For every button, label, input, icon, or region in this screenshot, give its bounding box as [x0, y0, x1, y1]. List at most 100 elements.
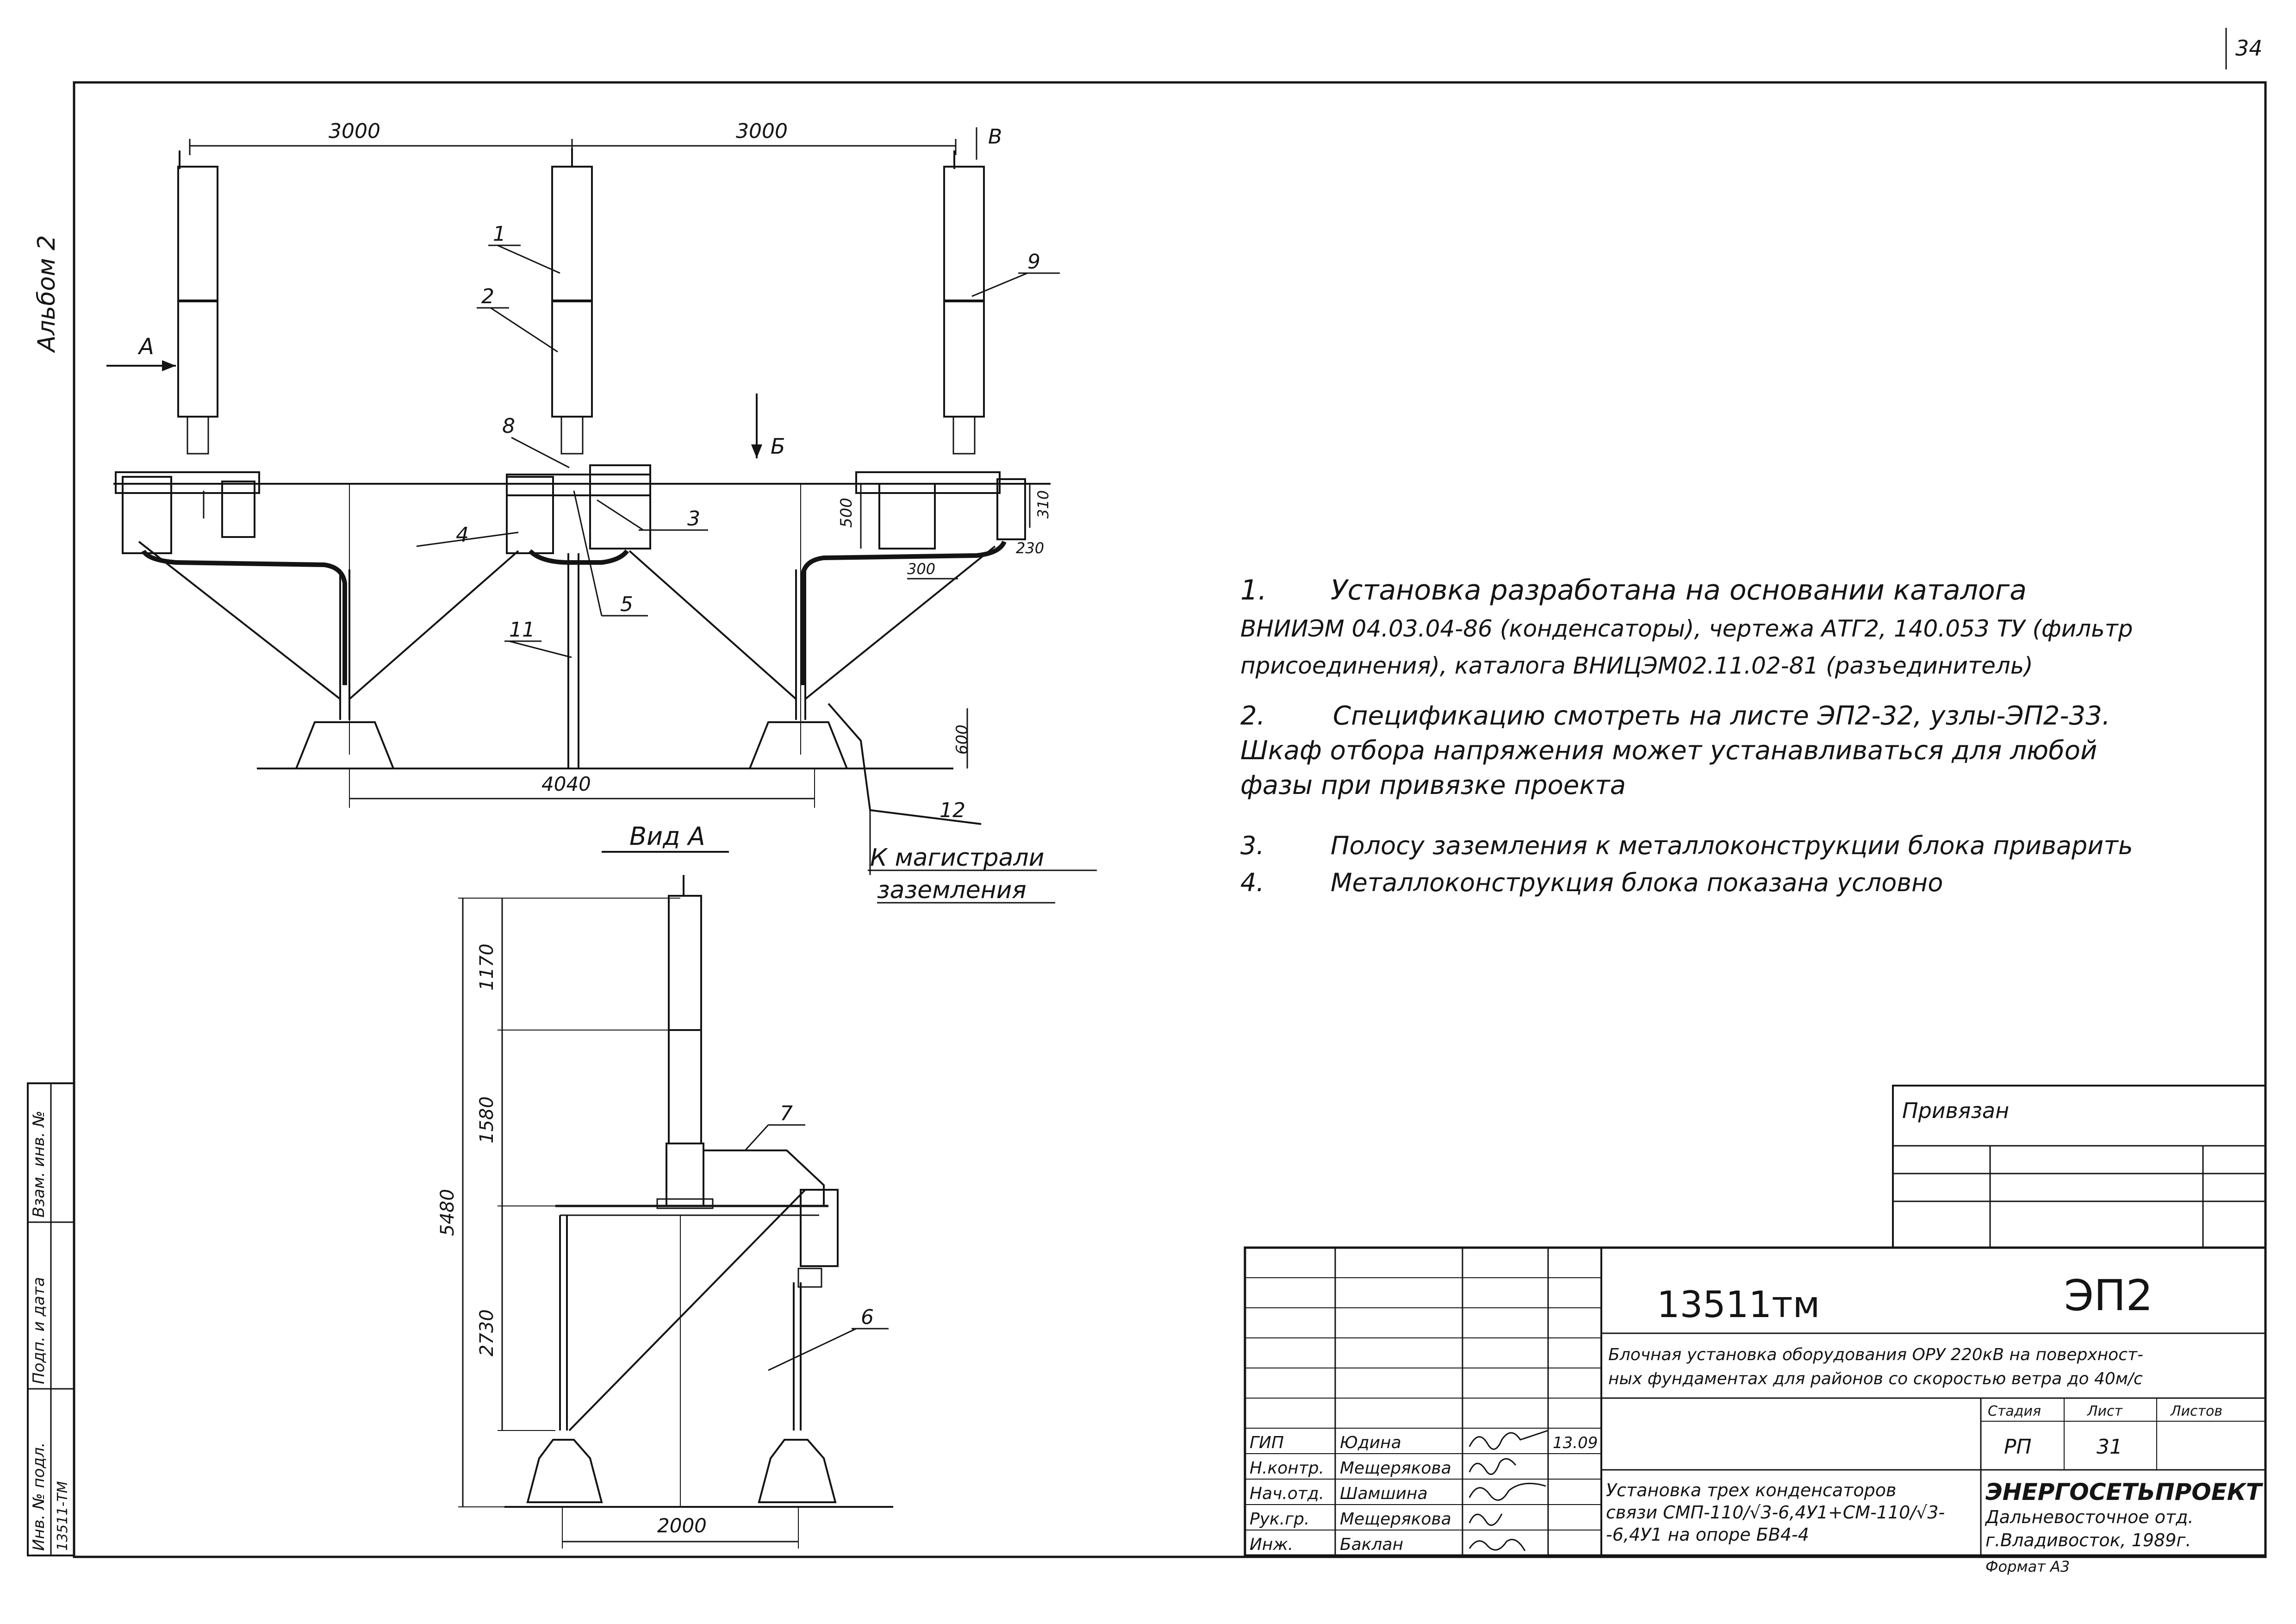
capacitor-column-middle	[551, 148, 593, 455]
grounding-strip-left	[141, 550, 347, 685]
brace	[568, 1189, 806, 1431]
support-plate-left	[115, 471, 260, 494]
signature-scribble	[1468, 1430, 1549, 1450]
branch-line1: Дальневосточное отд.	[1985, 1507, 2194, 1527]
signature-scribble	[1468, 1458, 1517, 1475]
callout-4: 4	[416, 523, 519, 547]
view-arrow-v-label: В	[988, 125, 1002, 149]
svg-text:8: 8	[502, 414, 515, 438]
signature-row-inzh: Инж. Баклан	[1250, 1535, 1526, 1554]
note-1: 1. Установка разработана на основании ка…	[1240, 574, 2133, 679]
foundation-left	[295, 721, 395, 769]
svg-text:5: 5	[620, 593, 633, 616]
front-view: 3000 3000 В А	[106, 119, 1097, 904]
side-stamp-label-replace: Взам. инв. №	[30, 1111, 48, 1218]
svg-text:1: 1	[493, 222, 506, 246]
callout-12: 12	[828, 703, 982, 875]
svg-text:Рук.гр.: Рук.гр.	[1250, 1510, 1309, 1529]
dimension-3000-left: 3000	[329, 119, 380, 143]
dimension-2730: 2730	[476, 1309, 498, 1356]
svg-text:Установка разработана на основ: Установка разработана на основании катал…	[1331, 574, 2027, 606]
svg-text:Полосу заземления к металлокон: Полосу заземления к металлоконструкции б…	[1331, 831, 2133, 860]
format-label: Формат А3	[1985, 1558, 2070, 1575]
filter-box-middle	[589, 464, 651, 550]
dimension-1170: 1170	[476, 943, 498, 991]
view-a: Вид А 1170 1580 5480 2730	[437, 822, 893, 1549]
sheet-header: Лист	[2087, 1403, 2123, 1419]
ground-label-line2: заземления	[877, 876, 1027, 904]
callout-9: 9	[971, 250, 1060, 297]
callout-5: 5	[573, 490, 648, 617]
sheets-header: Листов	[2170, 1403, 2222, 1419]
page-number: 34	[2235, 36, 2263, 61]
foundation-left	[526, 1439, 603, 1503]
stage-value: РП	[2004, 1435, 2032, 1459]
svg-text:4: 4	[456, 523, 469, 547]
dimension-2000: 2000	[657, 1514, 707, 1537]
dimension-4040: 4040	[541, 773, 591, 795]
signature-scribble	[1468, 1482, 1546, 1501]
dimension-5480: 5480	[437, 1189, 458, 1236]
note-4: 4. Металлоконструкция блока показана усл…	[1240, 868, 1943, 897]
side-stamp: Инв. № подл. Подп. и дата Взам. инв. № 1…	[27, 1082, 75, 1556]
dimension-600: 600	[953, 725, 971, 755]
dimension-300: 300	[907, 560, 935, 578]
filter-box	[800, 1189, 839, 1267]
drawing-name-line3: -6,4У1 на опоре БВ4-4	[1606, 1524, 1809, 1545]
dimension-230: 230	[1016, 539, 1044, 557]
drawing-name-line2: связи СМП-110/√3-6,4У1+СМ-110/√3-	[1606, 1502, 1945, 1523]
signature-row-rukgr: Рук.гр. Мещерякова	[1250, 1510, 1503, 1529]
capacitor-upper	[668, 895, 702, 1031]
brace	[138, 541, 341, 700]
side-stamp-inv-value: 13511-ТМ	[55, 1481, 71, 1551]
svg-text:фазы при привязке проекта: фазы при привязке проекта	[1240, 770, 1626, 800]
capacitor-lower	[668, 1029, 702, 1144]
callout-6: 6	[768, 1305, 889, 1371]
view-arrow-a-label: А	[137, 334, 154, 360]
svg-text:13.09: 13.09	[1553, 1434, 1598, 1452]
svg-text:Юдина: Юдина	[1340, 1433, 1401, 1452]
svg-text:Н.контр.: Н.контр.	[1250, 1459, 1324, 1478]
binding-table: Привязан	[1892, 1085, 2266, 1249]
notes: 1. Установка разработана на основании ка…	[1240, 574, 2133, 897]
bracket	[703, 1149, 825, 1206]
svg-text:Баклан: Баклан	[1340, 1535, 1403, 1554]
note-2: 2. Спецификацию смотреть на листе ЭП2-32…	[1240, 701, 2110, 800]
svg-text:Шкаф отбора напряжения может у: Шкаф отбора напряжения может устанавлива…	[1240, 736, 2097, 766]
sheet-value: 31	[2097, 1435, 2122, 1459]
dimension-310: 310	[1034, 490, 1052, 518]
callout-11: 11	[504, 618, 572, 658]
stage-header: Стадия	[1988, 1403, 2041, 1419]
project-title-line2: ных фундаментах для районов со скоростью…	[1608, 1369, 2143, 1388]
callout-3: 3	[597, 499, 708, 531]
callout-2: 2	[477, 285, 558, 353]
arrow-head	[162, 360, 176, 371]
signature-row-nkontr: Н.контр. Мещерякова	[1250, 1458, 1517, 1478]
foundation-right	[748, 721, 848, 769]
arrow-head	[751, 444, 762, 458]
svg-text:Шамшина: Шамшина	[1340, 1484, 1428, 1503]
drawing-frame	[73, 81, 2267, 1558]
drawing-name-line1: Установка трех конденсаторов	[1606, 1480, 1896, 1500]
svg-text:Металлоконструкция блока показ: Металлоконструкция блока показана условн…	[1331, 868, 1943, 897]
brace	[628, 550, 797, 700]
view-a-title: Вид А	[629, 822, 705, 851]
svg-text:1.: 1.	[1240, 574, 1267, 606]
capacitor-column-left	[177, 150, 218, 455]
svg-text:Спецификацию смотреть на листе: Спецификацию смотреть на листе ЭП2-32, у…	[1333, 701, 2110, 731]
svg-text:Мещерякова: Мещерякова	[1340, 1459, 1451, 1478]
organization: ЭНЕРГОСЕТЬПРОЕКТ	[1985, 1479, 2264, 1505]
svg-text:9: 9	[1027, 250, 1040, 274]
support-plate-right	[855, 471, 1001, 494]
capacitor-box-middle	[506, 476, 554, 554]
capacitor-column-right	[943, 150, 985, 455]
svg-text:присоединения), каталога ВНИЦЭ: присоединения), каталога ВНИЦЭМ02.11.02-…	[1240, 652, 2033, 679]
note-3: 3. Полосу заземления к металлоконструкци…	[1240, 831, 2133, 860]
doc-code: 13511тм	[1657, 1284, 1820, 1326]
voltage-cabinet	[878, 483, 936, 550]
filter-box-left	[122, 476, 172, 554]
svg-text:2.: 2.	[1240, 701, 1265, 731]
svg-text:7: 7	[780, 1102, 793, 1125]
svg-text:12: 12	[940, 799, 965, 822]
